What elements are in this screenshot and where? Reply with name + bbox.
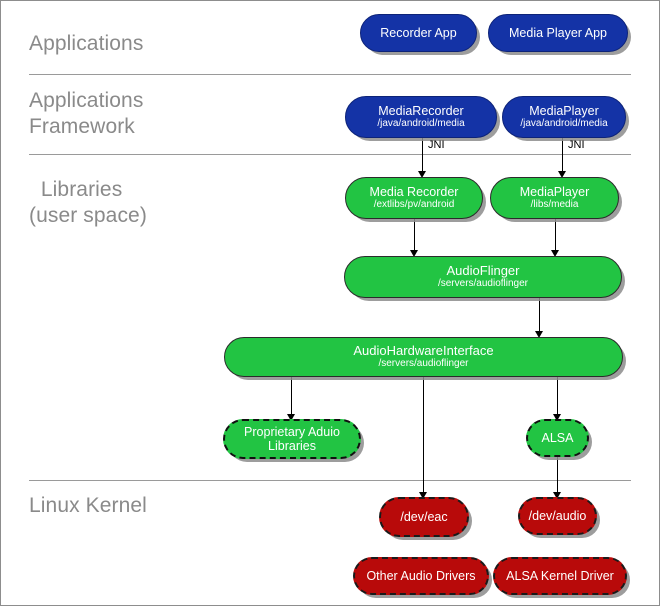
node-mediarecorder-title: MediaRecorder	[378, 104, 464, 118]
layer-label-applications: Applications	[29, 32, 144, 55]
connector-mediaplayer-lib-to-audioflinger	[555, 219, 556, 255]
node-audiohardwareinterface[interactable]: AudioHardwareInterface /servers/audiofli…	[224, 337, 623, 377]
node-audioflinger-path: /servers/audioflinger	[437, 278, 529, 289]
node-dev-eac-title: /dev/eac	[400, 510, 448, 524]
divider-applications	[29, 74, 631, 75]
connector-audiohardwareinterface-to-dev-eac	[423, 373, 424, 497]
node-media-player-app[interactable]: Media Player App	[488, 14, 628, 52]
node-dev-eac[interactable]: /dev/eac	[379, 497, 469, 537]
node-mediaplayer-lib-title: MediaPlayer	[519, 185, 590, 199]
connector-alsa-to-dev-audio	[557, 457, 558, 497]
arrowhead-media-recorder-lib	[418, 171, 426, 178]
arrowhead-alsa	[553, 414, 561, 421]
node-audioflinger-title: AudioFlinger	[446, 263, 520, 278]
node-audiohardwareinterface-path: /servers/audioflinger	[378, 358, 469, 369]
connector-media-recorder-lib-to-audioflinger	[414, 219, 415, 255]
node-mediarecorder[interactable]: MediaRecorder /java/android/media	[345, 96, 497, 138]
node-mediaplayer-lib[interactable]: MediaPlayer /libs/media	[490, 177, 619, 219]
arrowhead-audiohardwareinterface	[535, 331, 543, 338]
node-audioflinger[interactable]: AudioFlinger /servers/audioflinger	[344, 256, 622, 298]
node-proprietary-audio-libraries[interactable]: Proprietary Aduio Libraries	[223, 419, 361, 459]
arrowhead-dev-audio	[553, 492, 561, 499]
connector-audiohardwareinterface-to-alsa	[557, 373, 558, 419]
arrowhead-audioflinger-left	[410, 250, 418, 257]
connector-audiohardwareinterface-to-proprietary-audio-libraries	[291, 373, 292, 419]
node-alsa-kernel-driver[interactable]: ALSA Kernel Driver	[493, 557, 627, 595]
node-mediaplayer-framework[interactable]: MediaPlayer /java/android/media	[502, 96, 626, 138]
node-recorder-app-title: Recorder App	[380, 26, 457, 40]
node-proprietary-audio-libraries-title: Proprietary Aduio	[244, 425, 340, 439]
node-mediaplayer-framework-title: MediaPlayer	[529, 104, 599, 118]
node-alsa[interactable]: ALSA	[526, 419, 589, 457]
node-media-recorder-lib-path: /extlibs/pv/android	[373, 199, 455, 210]
node-other-audio-drivers-title: Other Audio Drivers	[366, 569, 476, 583]
node-dev-audio[interactable]: /dev/audio	[518, 497, 597, 535]
node-other-audio-drivers[interactable]: Other Audio Drivers	[353, 557, 489, 595]
node-mediaplayer-framework-path: /java/android/media	[520, 118, 608, 129]
node-dev-audio-title: /dev/audio	[528, 509, 587, 523]
node-audiohardwareinterface-title: AudioHardwareInterface	[353, 343, 494, 358]
node-media-recorder-lib[interactable]: Media Recorder /extlibs/pv/android	[345, 177, 483, 219]
connector-mediaplayer-framework-to-mediaplayer-lib	[562, 138, 563, 176]
node-alsa-kernel-driver-title: ALSA Kernel Driver	[506, 569, 614, 583]
connector-mediarecorder-to-media-recorder-lib	[422, 138, 423, 176]
connector-audioflinger-to-audiohardwareinterface	[539, 298, 540, 336]
arrowhead-dev-eac	[419, 492, 427, 499]
divider-libraries	[29, 480, 631, 481]
edge-label-jni-player: JNI	[568, 139, 585, 151]
layer-label-libraries: Libraries (user space)	[29, 178, 147, 227]
arrowhead-mediaplayer-lib	[558, 171, 566, 178]
edge-label-jni-recorder: JNI	[428, 139, 445, 151]
layer-label-linux-kernel: Linux Kernel	[29, 494, 147, 517]
node-mediaplayer-lib-path: /libs/media	[530, 199, 579, 210]
layer-label-applications-framework: Applications Framework	[29, 89, 144, 138]
node-recorder-app[interactable]: Recorder App	[360, 14, 477, 52]
arrowhead-audioflinger-right	[551, 250, 559, 257]
arrowhead-proprietary-audio-libraries	[287, 414, 295, 421]
node-alsa-title: ALSA	[541, 431, 574, 445]
node-proprietary-audio-libraries-subtitle: Libraries	[268, 439, 316, 453]
node-media-player-app-title: Media Player App	[509, 26, 607, 40]
node-media-recorder-lib-title: Media Recorder	[369, 185, 459, 199]
divider-applications-framework	[29, 154, 631, 155]
node-mediarecorder-path: /java/android/media	[377, 118, 465, 129]
